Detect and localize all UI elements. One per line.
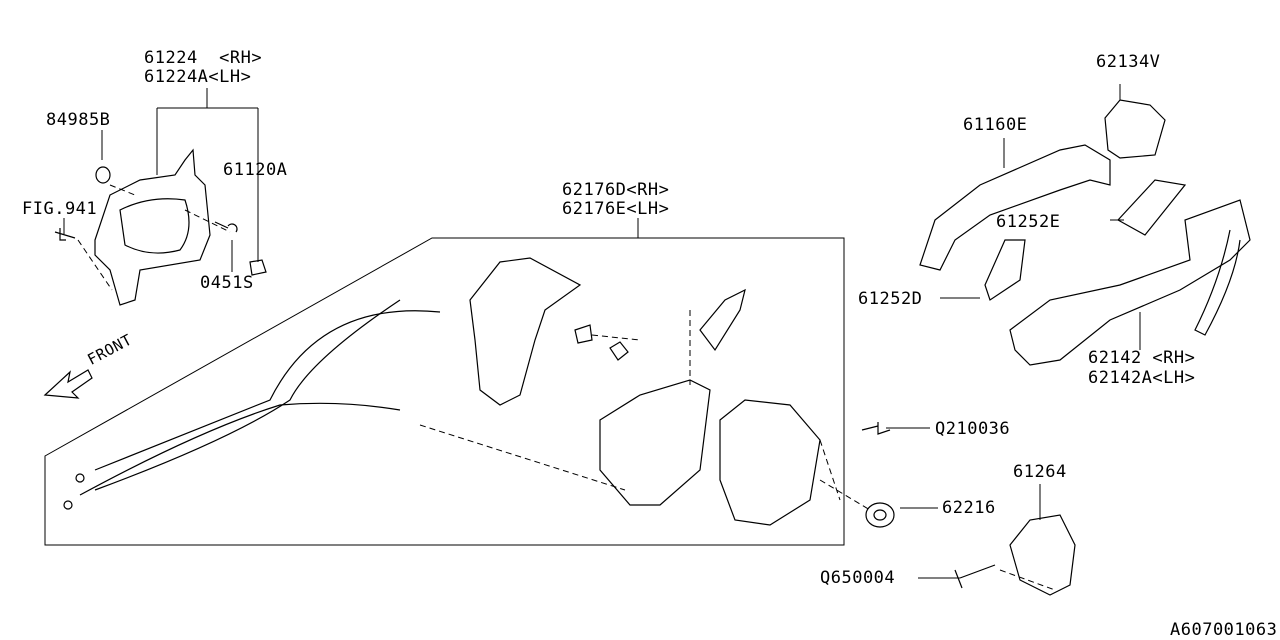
label-q650004[interactable]: Q650004	[820, 568, 896, 588]
label-61224-rh[interactable]: 61224 <RH>	[144, 48, 263, 68]
leader-lines	[63, 84, 1141, 579]
label-q210036[interactable]: Q210036	[935, 419, 1011, 439]
cables	[63, 299, 626, 510]
door-latch	[469, 257, 871, 526]
small-parts	[861, 422, 1076, 596]
front-arrow-icon	[43, 369, 93, 399]
label-61252d[interactable]: 61252D	[858, 289, 923, 309]
diagram-id: A607001063	[1170, 620, 1278, 640]
assembly-box	[44, 237, 845, 546]
label-61120a[interactable]: 61120A	[223, 160, 288, 180]
inner-handle	[54, 148, 267, 306]
label-61224a-lh[interactable]: 61224A<LH>	[144, 67, 252, 87]
label-62176d-rh[interactable]: 62176D<RH>	[562, 180, 670, 200]
label-62176e-lh[interactable]: 62176E<LH>	[562, 199, 670, 219]
label-84985b[interactable]: 84985B	[46, 110, 111, 130]
label-61264[interactable]: 61264	[1013, 462, 1067, 482]
label-61252e[interactable]: 61252E	[996, 212, 1061, 232]
label-62142a-lh[interactable]: 62142A<LH>	[1088, 368, 1196, 388]
label-0451s[interactable]: 0451S	[200, 273, 254, 293]
label-62134v[interactable]: 62134V	[1096, 52, 1161, 72]
label-62216[interactable]: 62216	[942, 498, 996, 518]
outer-handle	[919, 99, 1251, 366]
label-62142-rh[interactable]: 62142 <RH>	[1088, 348, 1196, 368]
label-fig941[interactable]: FIG.941	[22, 199, 98, 219]
label-61160e[interactable]: 61160E	[963, 115, 1028, 135]
